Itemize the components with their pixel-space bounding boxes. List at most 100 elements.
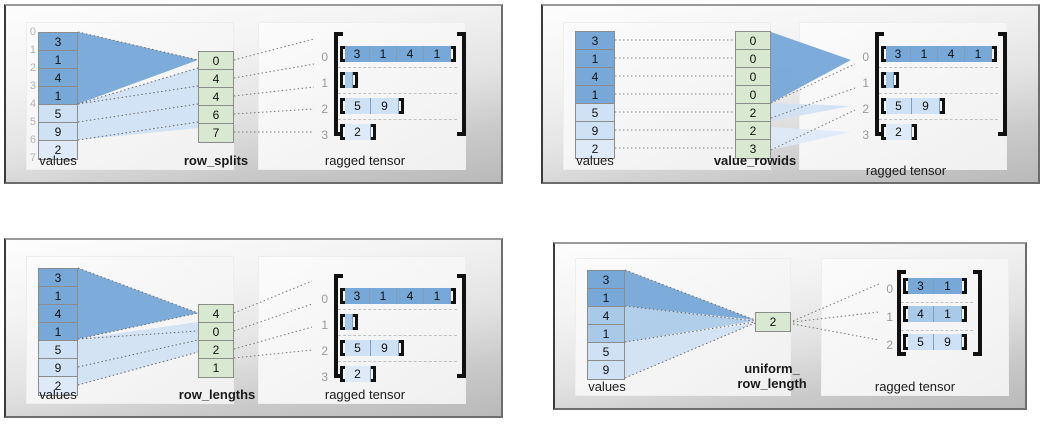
encoding-cell: 2 — [736, 104, 770, 122]
ragged-tensor: 0 1 2 3 1 4 1 — [883, 270, 989, 356]
tensor-row: 2 — [881, 124, 917, 140]
row-index: 3 — [321, 370, 328, 384]
tensor-cell-empty — [345, 72, 353, 88]
tensor-row: 5 9 — [881, 98, 945, 114]
row-index: 2 — [862, 102, 869, 116]
values-column: 3 1 4 1 5 9 2 — [38, 32, 78, 160]
tensor-row-empty — [340, 314, 358, 330]
ragged-tensor: 0 1 2 3 3 1 4 1 — [859, 32, 1007, 142]
row-bracket-right — [399, 340, 404, 356]
outer-bracket-right — [457, 32, 466, 136]
values-column: 3 1 4 1 5 9 2 — [575, 31, 615, 159]
row-divider — [338, 361, 457, 362]
row-bracket-right — [451, 288, 456, 304]
encoding-caption: value_rowids — [713, 153, 797, 168]
panel-row-lengths: 3 1 4 1 5 9 2 4 0 2 1 — [0, 222, 523, 445]
tensor-cell: 2 — [345, 366, 371, 382]
tensor-row-empty — [340, 72, 358, 88]
outer-bracket-left — [334, 32, 343, 136]
encoding-cell: 0 — [736, 68, 770, 86]
value-cell: 1 — [39, 87, 77, 105]
tensor-caption: ragged tensor — [324, 153, 406, 168]
value-cell: 1 — [588, 289, 624, 307]
value-cell: 3 — [576, 32, 614, 50]
row-bracket-right — [451, 46, 456, 62]
outer-bracket-right — [998, 32, 1007, 136]
gutter-label: 7 — [29, 152, 36, 164]
encoding-cell: 7 — [199, 124, 233, 142]
row-divider — [901, 330, 973, 331]
row-bracket-left — [340, 340, 345, 356]
row-index: 3 — [321, 128, 328, 142]
tensor-cell: 4 — [397, 46, 424, 62]
tensor-cell-empty — [345, 314, 353, 330]
row-divider — [338, 335, 457, 336]
tensor-cell: 9 — [371, 340, 399, 356]
tensor-cell: 5 — [886, 98, 912, 114]
encoding-caption: row_splits — [183, 153, 249, 168]
tensor-cell: 5 — [345, 98, 371, 114]
row-bracket-right — [992, 46, 997, 62]
encoding-caption-line2: row_length — [737, 375, 807, 391]
row-divider — [901, 302, 973, 303]
encoding-caption: row_lengths — [178, 387, 256, 402]
row-index: 1 — [321, 76, 328, 90]
row-bracket-right — [962, 306, 967, 322]
value-cell: 5 — [39, 105, 77, 123]
encoding-cell: 0 — [199, 323, 233, 341]
panel-row-splits: 0 1 2 3 4 5 6 7 3 1 4 1 5 9 2 0 4 — [0, 0, 523, 222]
encoding-column-value-rowids: 0 0 0 0 2 2 3 — [735, 31, 771, 159]
value-cell: 2 — [39, 141, 77, 159]
row-bracket-right — [353, 72, 358, 88]
row-bracket-right — [912, 124, 917, 140]
row-bracket-right — [962, 278, 967, 294]
row-bracket-right — [894, 72, 899, 88]
row-bracket-right — [399, 98, 404, 114]
outer-bracket-left — [875, 32, 884, 136]
gutter-label: 4 — [29, 98, 36, 110]
value-cell: 3 — [39, 33, 77, 51]
row-index: 3 — [862, 128, 869, 142]
tensor-caption: ragged tensor — [324, 387, 406, 402]
row-bracket-right — [371, 124, 376, 140]
outer-bracket-left — [897, 270, 906, 356]
value-cell: 1 — [39, 287, 77, 305]
row-bracket-right — [962, 334, 967, 350]
tensor-row: 3 1 4 1 — [340, 288, 456, 304]
tensor-cell: 3 — [886, 46, 911, 62]
tensor-cell: 9 — [934, 334, 962, 350]
row-index: 0 — [321, 292, 328, 306]
outer-bracket-right — [457, 274, 466, 378]
encoding-cell: 0 — [736, 86, 770, 104]
row-divider — [879, 119, 998, 120]
row-divider — [879, 93, 998, 94]
tensor-cell-empty — [886, 72, 894, 88]
value-cell: 1 — [588, 325, 624, 343]
row-bracket-left — [881, 46, 886, 62]
row-index: 0 — [321, 50, 328, 64]
tensor-cell: 1 — [370, 46, 397, 62]
tensor-cell: 3 — [345, 288, 370, 304]
value-cell: 4 — [588, 307, 624, 325]
outer-bracket-right — [973, 270, 982, 356]
tensor-cell: 2 — [345, 124, 371, 140]
gutter-label: 2 — [29, 62, 36, 74]
encoding-cell: 4 — [199, 88, 233, 106]
tensor-cell: 4 — [397, 288, 424, 304]
encoding-cell: 3 — [736, 140, 770, 158]
values-column: 3 1 4 1 5 9 2 — [38, 268, 78, 396]
tensor-cell: 1 — [911, 46, 938, 62]
values-caption: values — [39, 153, 77, 168]
values-caption: values — [588, 379, 626, 394]
tensor-row: 5 9 — [340, 98, 404, 114]
panel-frame: 3 1 4 1 5 9 2 — [541, 4, 1040, 184]
gutter-label: 0 — [29, 26, 36, 38]
row-index: 1 — [862, 76, 869, 90]
value-cell: 4 — [39, 305, 77, 323]
row-bracket-left — [903, 306, 908, 322]
tensor-row: 5 9 — [903, 334, 967, 350]
panel-uniform-row-length: 3 1 4 1 5 9 2 0 1 — [523, 222, 1046, 445]
value-cell: 9 — [39, 123, 77, 141]
values-index-gutter: 0 1 2 3 4 5 6 7 — [22, 27, 36, 171]
tensor-row: 3 1 — [903, 278, 967, 294]
